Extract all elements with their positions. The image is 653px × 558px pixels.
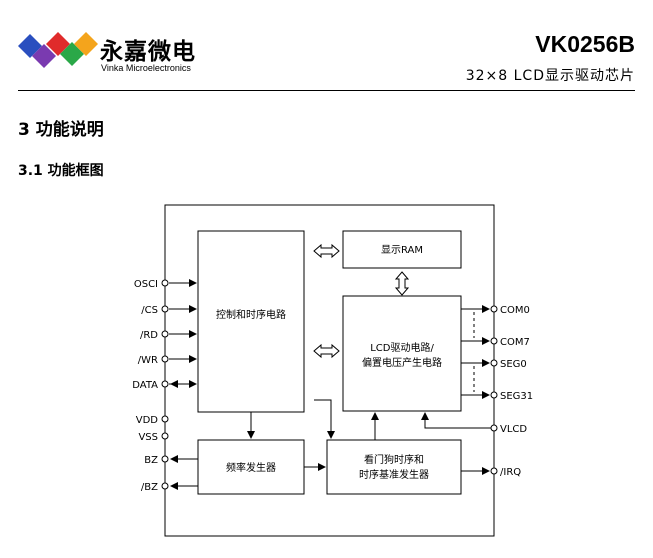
lcd-driver-label-1: LCD驱动电路/	[370, 341, 434, 354]
pin-label-rd: /RD	[140, 330, 158, 341]
display-ram-label: 显示RAM	[381, 244, 423, 256]
pin-label-vss: VSS	[138, 432, 158, 443]
control-timing-block	[197, 230, 305, 413]
watchdog-label-2: 时序基准发生器	[359, 468, 429, 481]
brand-name-cn: 永嘉微电	[100, 39, 196, 65]
display-ram-block	[342, 230, 462, 269]
pin-nbz-dot	[161, 482, 169, 490]
pin-label-nbz: /BZ	[141, 482, 158, 493]
pin-vlcd-dot	[490, 424, 498, 432]
pin-label-data: DATA	[132, 380, 158, 391]
pin-cs-dot	[161, 305, 169, 313]
pin-label-seg0: SEG0	[500, 359, 527, 370]
pin-label-irq: /IRQ	[500, 467, 521, 478]
pin-label-com0: COM0	[500, 305, 530, 316]
wire-vlcd	[421, 412, 491, 429]
pin-label-cs: /CS	[141, 305, 158, 316]
pin-com7-dot	[490, 337, 498, 345]
pin-seg0-dot	[490, 359, 498, 367]
pin-wr-dot	[161, 355, 169, 363]
pin-vdd-dot	[161, 415, 169, 423]
bus-arrow-ram-lcd	[394, 271, 410, 296]
pin-label-vdd: VDD	[136, 415, 159, 426]
pin-com0-dot	[490, 305, 498, 313]
pin-vss-dot	[161, 432, 169, 440]
pin-label-wr: /WR	[138, 355, 158, 366]
brand-name-en: Vinka Microelectronics	[101, 63, 191, 73]
freq-gen-label: 频率发生器	[226, 461, 276, 474]
pin-label-vlcd: VLCD	[500, 424, 527, 435]
pin-irq-dot	[490, 467, 498, 475]
lcd-driver-label-2: 偏置电压产生电路	[362, 356, 442, 369]
pin-rd-dot	[161, 330, 169, 338]
bus-arrow-control-ram	[313, 243, 340, 259]
watchdog-label-1: 看门狗时序和	[364, 453, 424, 466]
control-timing-label: 控制和时序电路	[216, 308, 286, 321]
pin-seg31-dot	[490, 391, 498, 399]
logo-diamond-purple	[32, 44, 56, 68]
lcd-driver-block	[342, 295, 462, 412]
section-title: 3 功能说明	[18, 120, 104, 140]
pin-bz-dot	[161, 455, 169, 463]
pin-label-com7: COM7	[500, 337, 530, 348]
pin-osci-dot	[161, 279, 169, 287]
pin-label-bz: BZ	[144, 455, 158, 466]
pin-label-osci: OSCI	[134, 279, 158, 290]
pin-data-dot	[161, 380, 169, 388]
bus-arrow-control-lcd	[313, 343, 340, 359]
chip-subtitle: 32×8 LCD显示驱动芯片	[465, 68, 635, 84]
subsection-title: 3.1 功能框图	[18, 163, 104, 179]
pin-label-seg31: SEG31	[500, 391, 533, 402]
company-logo-icon	[18, 32, 98, 68]
wire-control-to-watchdog	[314, 399, 335, 439]
chip-model: VK0256B	[535, 31, 635, 57]
watchdog-block	[326, 439, 462, 495]
chip-outline	[164, 204, 495, 537]
logo-diamond-orange	[74, 32, 98, 56]
header-divider	[18, 90, 635, 91]
